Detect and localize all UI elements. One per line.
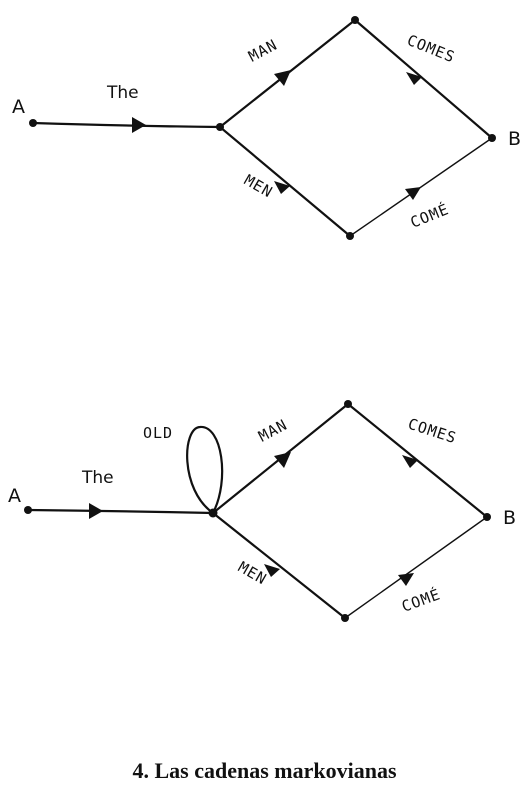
label-man: MAN — [255, 416, 290, 446]
markov-diagram-2-svg: A B The OLD MAN COMES MEN COMÉ — [8, 400, 516, 622]
arrow-men — [264, 564, 280, 577]
node-a — [29, 119, 37, 127]
node-b — [483, 513, 491, 521]
label-men: MEN — [235, 558, 270, 589]
label-old: OLD — [143, 424, 173, 442]
node-b — [488, 134, 496, 142]
label-comes: COMES — [406, 415, 459, 448]
label-man: MAN — [245, 36, 280, 66]
label-start: A — [12, 96, 25, 118]
label-men: MEN — [241, 171, 276, 202]
node-upper — [344, 400, 352, 408]
node-lower — [346, 232, 354, 240]
arrow-comes — [406, 72, 422, 85]
arrow-come — [398, 573, 414, 586]
arrow-men — [274, 181, 290, 194]
label-come: COMÉ — [399, 584, 443, 616]
arrow-come — [405, 187, 421, 200]
label-the: The — [106, 83, 139, 103]
edge-comes — [353, 18, 494, 140]
markov-diagram-1: A B The MAN COMES MEN COMÉ — [0, 0, 529, 300]
arrow-the — [132, 117, 146, 133]
edge-men — [211, 511, 347, 620]
label-end: B — [508, 128, 521, 150]
edge-men — [218, 125, 352, 238]
label-end: B — [503, 507, 516, 529]
edge-the — [26, 508, 215, 515]
figure-caption: 4. Las cadenas markovianas — [132, 758, 397, 783]
label-come: COMÉ — [407, 199, 451, 232]
edge-come — [344, 516, 488, 619]
arrow-the — [89, 503, 103, 519]
edge-the — [31, 121, 222, 129]
node-lower — [341, 614, 349, 622]
markov-diagram-2: A B The OLD MAN COMES MEN COMÉ — [0, 380, 529, 680]
arrow-comes — [402, 455, 418, 468]
arrow-man — [274, 70, 291, 86]
markov-diagram-1-svg: A B The MAN COMES MEN COMÉ — [12, 16, 521, 240]
node-upper — [351, 16, 359, 24]
node-branch — [216, 123, 224, 131]
node-a — [24, 506, 32, 514]
label-comes: COMES — [405, 31, 458, 66]
label-the: The — [81, 468, 114, 488]
edge-old-loop — [186, 425, 224, 515]
arrow-man — [274, 452, 291, 468]
label-start: A — [8, 485, 21, 507]
node-branch — [208, 508, 218, 518]
